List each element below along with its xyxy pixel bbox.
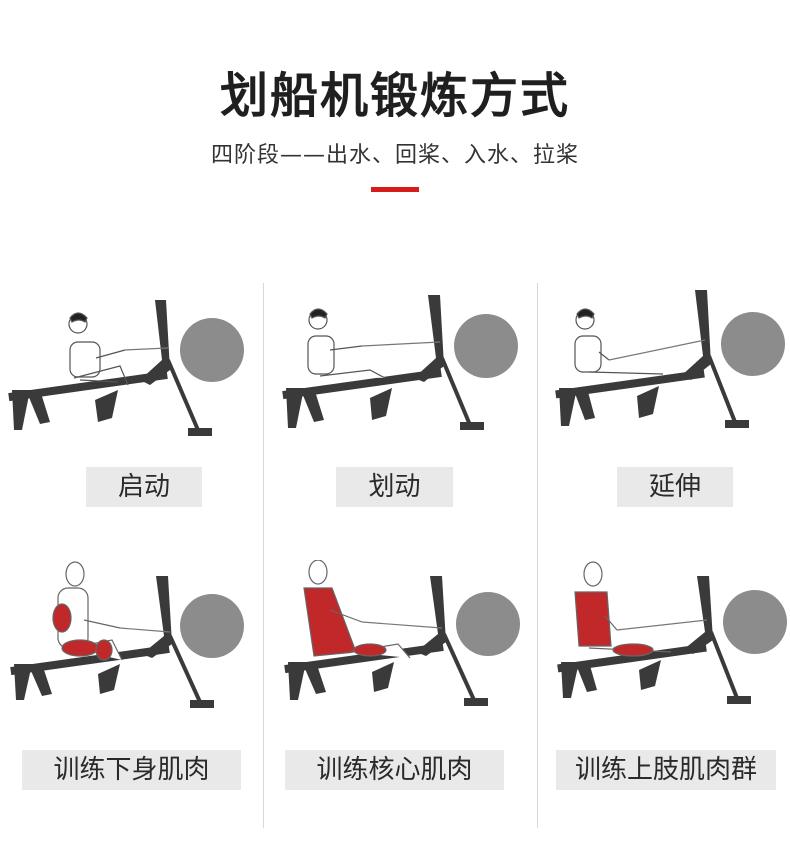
muscle-illustration-core bbox=[270, 560, 535, 720]
muscle-figure-icon bbox=[52, 561, 171, 661]
stage-label: 延伸 bbox=[617, 467, 733, 507]
muscle-illustration-upper-body bbox=[545, 560, 790, 720]
rowing-machine-icon bbox=[10, 576, 244, 708]
page-title: 划船机锻炼方式 bbox=[219, 68, 570, 124]
muscle-label: 训练下身肌肉 bbox=[22, 750, 241, 790]
column-divider bbox=[537, 283, 538, 828]
column-divider bbox=[263, 283, 264, 828]
stage-illustration-catch bbox=[0, 290, 263, 460]
rowing-machine-icon bbox=[8, 300, 244, 436]
muscle-illustration-lower-body bbox=[0, 560, 263, 720]
page-subtitle: 四阶段——出水、回桨、入水、拉桨 bbox=[210, 143, 579, 168]
stage-illustration-finish bbox=[545, 290, 790, 460]
rowing-machine-icon bbox=[557, 576, 787, 704]
muscle-label: 训练上肢肌肉群 bbox=[556, 750, 776, 790]
rower-figure-icon bbox=[574, 308, 706, 375]
accent-bar bbox=[371, 187, 419, 192]
rowing-machine-icon bbox=[555, 290, 785, 428]
stage-label: 划动 bbox=[336, 467, 453, 507]
muscle-label: 训练核心肌肉 bbox=[285, 750, 504, 790]
rower-figure-icon bbox=[307, 308, 441, 379]
stage-illustration-drive bbox=[270, 290, 535, 460]
rowing-machine-icon bbox=[282, 295, 518, 430]
stage-label: 启动 bbox=[86, 467, 202, 507]
rower-figure-icon bbox=[68, 312, 169, 386]
muscle-figure-icon bbox=[574, 561, 708, 657]
muscle-figure-icon bbox=[303, 560, 443, 659]
